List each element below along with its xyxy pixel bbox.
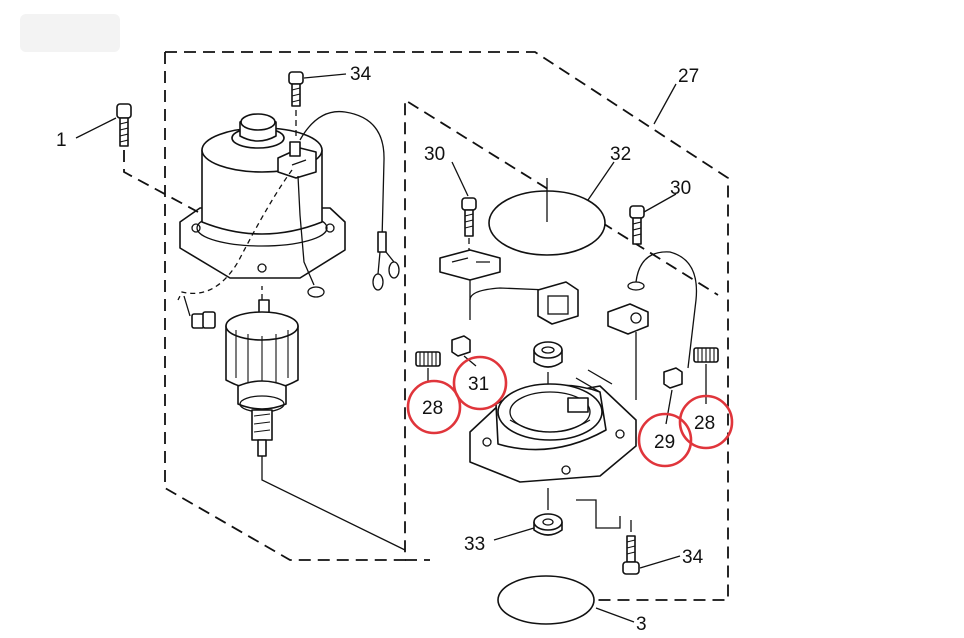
callout-34-top: 34	[350, 64, 372, 85]
end-housing-base	[469, 369, 637, 483]
connector-plug	[183, 295, 216, 329]
callout-33: 33	[464, 534, 485, 555]
highlight-circle-28-left	[406, 379, 462, 435]
washer-33-path	[547, 488, 621, 529]
armature-shaft-path	[261, 456, 406, 551]
callout-30-left: 30	[424, 144, 445, 165]
brush-part-29	[663, 367, 683, 389]
ring-terminals	[307, 231, 400, 298]
scan-artifact	[20, 14, 120, 52]
motor-wire-loop	[299, 110, 385, 241]
screw-part-1	[116, 103, 132, 147]
brush-part-31	[451, 335, 471, 357]
brush-holder-left	[439, 249, 501, 320]
callout-27: 27	[678, 66, 699, 87]
highlight-circle-28-right	[678, 394, 734, 450]
screw-part-30-left	[461, 197, 477, 237]
center-terminal-block	[537, 281, 579, 325]
callout-3: 3	[636, 614, 647, 635]
screw-part-34-bottom	[622, 535, 640, 575]
brush-left-wire	[469, 287, 549, 301]
bearing	[533, 341, 563, 420]
motor-wire-right	[297, 175, 315, 286]
callout-34-bottom: 34	[682, 547, 704, 568]
armature-rotor	[225, 299, 299, 457]
spring-part-28-left	[415, 351, 441, 367]
brush-holder-right	[607, 281, 649, 400]
motor-housing	[179, 113, 346, 279]
callout-31: 31	[468, 374, 489, 395]
callout-30-right: 30	[670, 178, 691, 199]
leader-lines	[75, 73, 707, 623]
o-ring-part-3	[497, 575, 595, 625]
screw-part-34-top	[288, 71, 304, 107]
washer-part-33	[533, 513, 563, 536]
outer-assembly-boundary	[165, 51, 729, 601]
callout-1: 1	[56, 130, 67, 151]
outer-assembly-boundary-left	[164, 52, 719, 561]
brush-right-wire	[635, 251, 698, 369]
callout-28-right: 28	[694, 413, 715, 434]
highlight-circle-29	[637, 412, 693, 468]
callout-29: 29	[654, 432, 675, 453]
screw-1-path	[123, 150, 199, 213]
screw-part-30-right	[629, 205, 645, 245]
highlight-circle-31	[452, 355, 508, 411]
callout-32: 32	[610, 144, 631, 165]
spring-part-28-right	[693, 347, 719, 363]
callout-28-left: 28	[422, 398, 443, 419]
